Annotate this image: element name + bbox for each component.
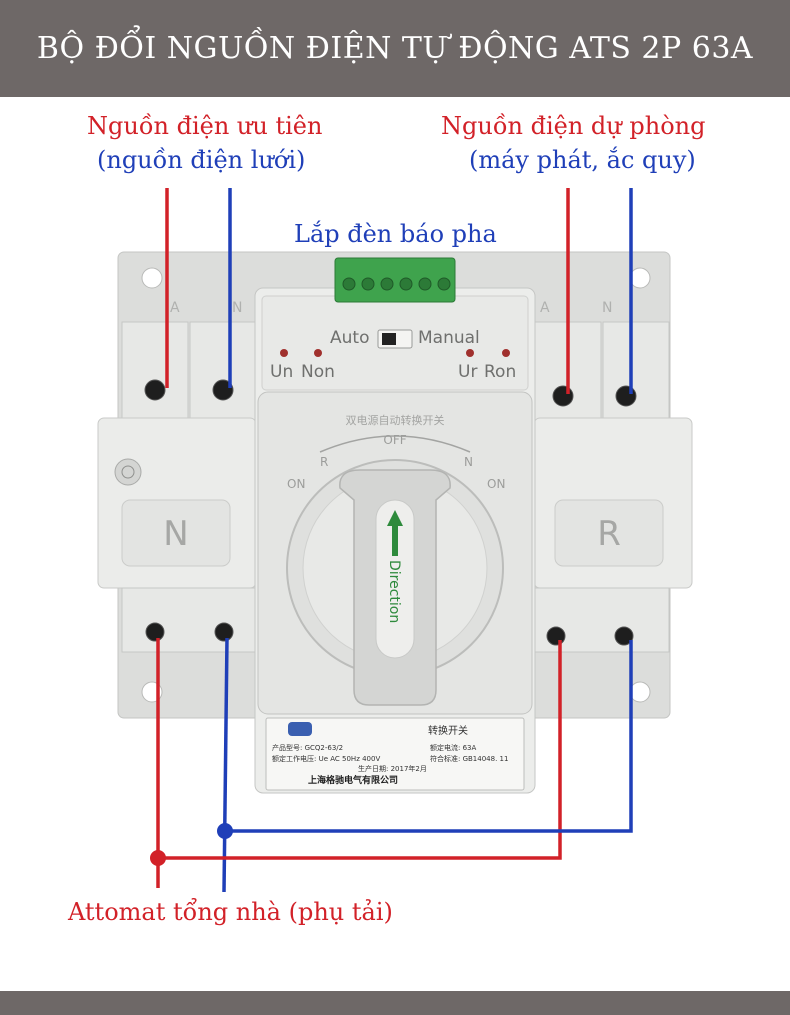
screw-icon (437, 277, 451, 291)
mount-hole-icon (141, 267, 163, 289)
handle-direction-label: Direction (386, 560, 402, 623)
dial-arc (319, 435, 471, 453)
terminal-label-a-right: A (540, 300, 550, 316)
nameplate-model: 产品型号: GCQ2-63/2 (272, 743, 343, 752)
brand-logo-icon (288, 722, 312, 736)
certification-mark-icon (114, 458, 142, 486)
ron-label: Ron (484, 362, 516, 382)
terminal-module-left-n (189, 321, 257, 423)
indicator-terminal-block (334, 257, 456, 303)
backup-source-title: Nguồn điện dự phòng (441, 112, 706, 140)
nameplate (265, 717, 525, 791)
certification-mark-inner (121, 465, 135, 479)
screw-icon (342, 277, 356, 291)
page-title: BỘ ĐỔI NGUỒN ĐIỆN TỰ ĐỘNG ATS 2P 63A (36, 31, 754, 66)
indicator-lamp-label: Lắp đèn báo pha (294, 220, 497, 248)
mount-hole-icon (629, 681, 651, 703)
dial-off-label: OFF (383, 433, 406, 447)
load-neutral-wire (222, 637, 229, 893)
terminal-module-right-n (602, 321, 670, 423)
screw-icon (361, 277, 375, 291)
un-led-icon (280, 349, 288, 357)
non-led-icon (314, 349, 322, 357)
nameplate-header: 转换开关 (428, 724, 468, 737)
nameplate-standard: 符合标准: GB14048. 11 (430, 754, 508, 763)
terminal-screw-icon (552, 385, 574, 407)
manual-label: Manual (418, 328, 480, 348)
screw-icon (418, 277, 432, 291)
bottom-terminals-left (121, 587, 257, 653)
terminal-screw-icon (212, 379, 234, 401)
terminal-screw-icon (144, 379, 166, 401)
screw-icon (399, 277, 413, 291)
non-label: Non (301, 362, 335, 382)
load-breaker-label: Attomat tổng nhà (phụ tải) (68, 898, 393, 926)
r-badge-label: R (597, 514, 621, 554)
live-junction-icon (150, 850, 166, 866)
nameplate-maker: 上海格驰电气有限公司 (308, 774, 398, 786)
terminal-label-a-left: A (170, 300, 180, 316)
dial-on-right-label: ON (487, 477, 505, 491)
footer-bar (0, 991, 790, 1015)
terminal-screw-icon (614, 626, 634, 646)
switch-slider (382, 333, 396, 345)
auto-label: Auto (330, 328, 369, 348)
dial-r-label: R (320, 455, 328, 469)
direction-arrow-icon (387, 510, 403, 556)
backup-out-live-wire (158, 640, 562, 860)
ur-led-icon (466, 349, 474, 357)
primary-source-title: Nguồn điện ưu tiên (87, 112, 323, 140)
terminal-label-n-left: N (232, 300, 242, 316)
backup-source-subtitle: (máy phát, ắc quy) (469, 146, 696, 174)
nameplate-current: 额定电流: 63A (430, 743, 476, 752)
ur-label: Ur (458, 362, 477, 382)
dial-on-left-label: ON (287, 477, 305, 491)
terminal-screw-icon (615, 385, 637, 407)
ron-led-icon (502, 349, 510, 357)
mount-hole-icon (629, 267, 651, 289)
r-badge (554, 499, 664, 567)
title-banner (0, 0, 790, 97)
terminal-module-left-a (121, 321, 189, 423)
neutral-junction-icon (217, 823, 233, 839)
n-badge-label: N (163, 514, 188, 554)
terminal-screw-icon (546, 626, 566, 646)
screw-icon (380, 277, 394, 291)
terminal-screw-icon (214, 622, 234, 642)
primary-source-subtitle: (nguồn điện lưới) (97, 146, 306, 174)
dial-chinese-text: 双电源自动转换开关 (346, 413, 445, 427)
dial-n-label: N (464, 455, 473, 469)
n-badge (121, 499, 231, 567)
nameplate-voltage: 额定工作电压: Ue AC 50Hz 400V (272, 754, 380, 763)
terminal-screw-icon (145, 622, 165, 642)
un-label: Un (270, 362, 293, 382)
backup-out-neutral-wire (224, 640, 633, 833)
terminal-label-n-right: N (602, 300, 612, 316)
handle-label-strip (375, 499, 415, 659)
nameplate-date: 生产日期: 2017年2月 (358, 764, 427, 773)
